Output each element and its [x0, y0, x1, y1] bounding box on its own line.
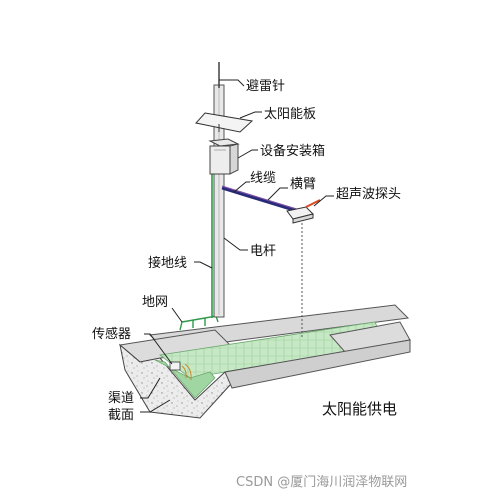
- label-ground-grid: 地网: [142, 295, 168, 310]
- sensor-body: [169, 361, 181, 371]
- label-solar-panel: 太阳能板: [264, 107, 316, 122]
- sensor: [169, 361, 192, 381]
- ground-grid: [179, 315, 219, 331]
- label-channel-section-2: 截面: [108, 408, 134, 423]
- ultrasonic-probe: [286, 199, 321, 224]
- channel: [118, 304, 411, 419]
- equipment-box: [208, 138, 240, 175]
- solar-panel: [195, 112, 254, 133]
- channel-section-water: [154, 359, 216, 399]
- label-channel-section-1: 渠道: [108, 391, 134, 406]
- label-ultrasonic-probe: 超声波探头: [336, 187, 401, 202]
- label-equipment-box: 设备安装箱: [260, 143, 325, 159]
- label-cable: 线缆: [250, 170, 276, 186]
- sensor-waves: [181, 363, 192, 381]
- caption-solar-power: 太阳能供电: [322, 400, 397, 418]
- label-ground-wire: 接地线: [148, 255, 187, 271]
- watermark: CSDN @厦门海川润泽物联网: [236, 475, 407, 490]
- label-lightning-rod: 避雷针: [246, 79, 285, 94]
- leader-lines: [140, 79, 334, 413]
- crossarm: [221, 185, 301, 214]
- label-sensor: 传感器: [92, 326, 131, 342]
- channel-front-face: [224, 339, 411, 389]
- label-crossarm: 横臂: [290, 177, 316, 192]
- label-pole: 电杆: [250, 244, 276, 259]
